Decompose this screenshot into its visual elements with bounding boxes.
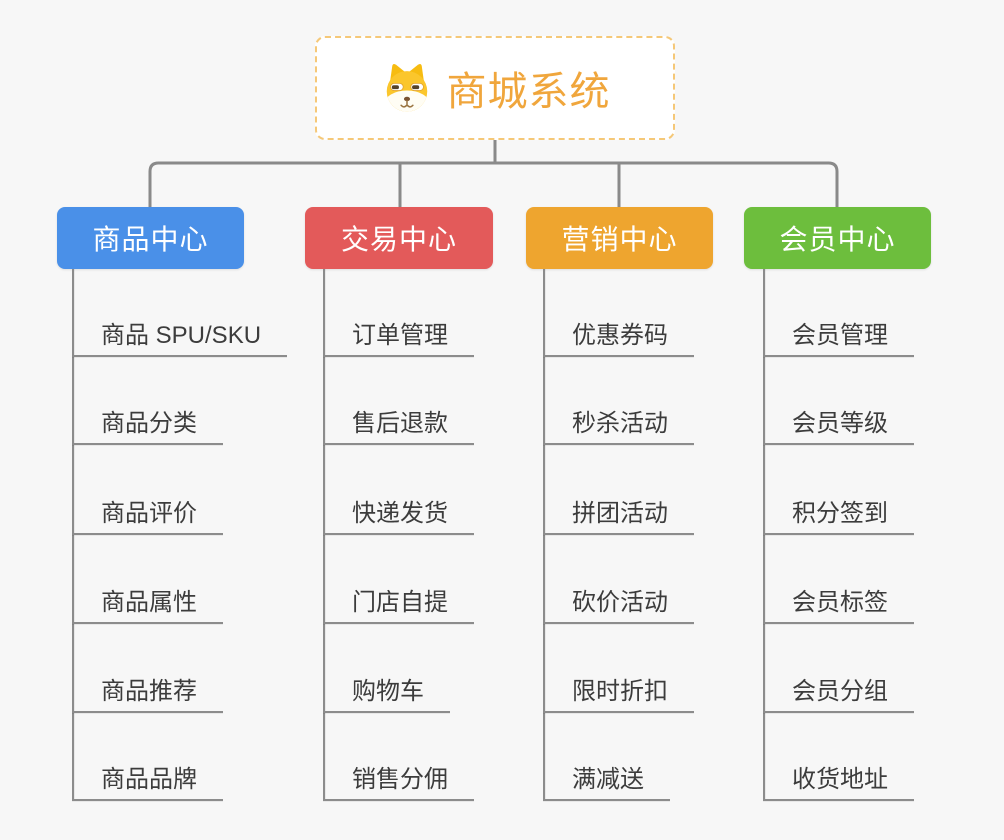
leaf-node[interactable]: 商品分类 xyxy=(72,403,223,445)
leaf-node[interactable]: 收货地址 xyxy=(763,759,914,801)
leaf-label: 商品品牌 xyxy=(101,766,197,793)
leaf-node[interactable]: 砍价活动 xyxy=(543,582,694,624)
branch-children-marketing: 优惠券码 秒杀活动 拼团活动 砍价活动 限时折扣 满减送 xyxy=(543,269,808,809)
leaf-node[interactable]: 会员管理 xyxy=(763,315,914,357)
leaf-label: 商品推荐 xyxy=(101,678,197,705)
leaf-label: 积分签到 xyxy=(792,500,888,527)
leaf-label: 购物车 xyxy=(352,678,424,705)
leaf-label: 商品分类 xyxy=(101,410,197,437)
leaf-node[interactable]: 限时折扣 xyxy=(543,671,694,713)
branch-label: 营销中心 xyxy=(561,224,678,255)
leaf-node[interactable]: 商品 SPU/SKU xyxy=(72,315,288,357)
branch-header-product[interactable]: 商品中心 xyxy=(57,207,244,269)
branch-spine xyxy=(323,269,325,801)
root-title: 商城系统 xyxy=(446,70,611,114)
leaf-label: 会员管理 xyxy=(792,322,888,349)
leaf-node[interactable]: 拼团活动 xyxy=(543,493,694,535)
branch-children-product: 商品 SPU/SKU 商品分类 商品评价 商品属性 商品推荐 商品品牌 xyxy=(72,269,337,809)
leaf-node[interactable]: 订单管理 xyxy=(323,315,474,357)
leaf-node[interactable]: 积分签到 xyxy=(763,493,914,535)
leaf-label: 订单管理 xyxy=(352,322,448,349)
branch-spine xyxy=(763,269,765,801)
branch-rail-line xyxy=(148,161,839,207)
branch-spine xyxy=(72,269,74,801)
leaf-node[interactable]: 满减送 xyxy=(543,759,670,801)
leaf-label: 售后退款 xyxy=(352,410,448,437)
leaf-label: 会员分组 xyxy=(792,678,888,705)
leaf-node[interactable]: 商品推荐 xyxy=(72,671,223,713)
leaf-node[interactable]: 销售分佣 xyxy=(323,759,474,801)
branch-label: 会员中心 xyxy=(779,224,896,255)
branch-label: 交易中心 xyxy=(340,224,457,255)
leaf-node[interactable]: 优惠券码 xyxy=(543,315,694,357)
leaf-label: 快递发货 xyxy=(352,500,448,527)
leaf-label: 商品属性 xyxy=(101,589,197,616)
leaf-label: 秒杀活动 xyxy=(572,410,668,437)
leaf-label: 满减送 xyxy=(572,766,644,793)
leaf-node[interactable]: 门店自提 xyxy=(323,582,474,624)
branch-spine xyxy=(543,269,545,801)
branch-label: 商品中心 xyxy=(92,224,209,255)
leaf-label: 砍价活动 xyxy=(572,589,668,616)
branch-header-trade[interactable]: 交易中心 xyxy=(305,207,493,269)
leaf-label: 拼团活动 xyxy=(572,500,668,527)
leaf-node[interactable]: 购物车 xyxy=(323,671,450,713)
branch-children-member: 会员管理 会员等级 积分签到 会员标签 会员分组 收货地址 xyxy=(763,269,1004,809)
leaf-label: 优惠券码 xyxy=(572,322,668,349)
leaf-node[interactable]: 售后退款 xyxy=(323,403,474,445)
leaf-node[interactable]: 商品品牌 xyxy=(72,759,223,801)
leaf-label: 限时折扣 xyxy=(572,678,668,705)
leaf-node[interactable]: 会员标签 xyxy=(763,582,914,624)
leaf-label: 商品 SPU/SKU xyxy=(101,322,262,349)
leaf-node[interactable]: 商品属性 xyxy=(72,582,223,624)
leaf-label: 收货地址 xyxy=(792,766,888,793)
leaf-label: 会员等级 xyxy=(792,410,888,437)
leaf-node[interactable]: 秒杀活动 xyxy=(543,403,694,445)
leaf-label: 门店自提 xyxy=(352,589,448,616)
leaf-label: 商品评价 xyxy=(101,500,197,527)
leaf-node[interactable]: 商品评价 xyxy=(72,493,223,535)
leaf-label: 会员标签 xyxy=(792,589,888,616)
branch-header-marketing[interactable]: 营销中心 xyxy=(526,207,713,269)
leaf-node[interactable]: 会员等级 xyxy=(763,403,914,445)
root-node[interactable]: 商城系统 xyxy=(315,36,675,140)
branch-header-member[interactable]: 会员中心 xyxy=(744,207,931,269)
leaf-node[interactable]: 会员分组 xyxy=(763,671,914,713)
branch-children-trade: 订单管理 售后退款 快递发货 门店自提 购物车 销售分佣 xyxy=(323,269,588,809)
dog-face-icon xyxy=(386,63,427,112)
leaf-label: 销售分佣 xyxy=(352,766,448,793)
leaf-node[interactable]: 快递发货 xyxy=(323,493,474,535)
